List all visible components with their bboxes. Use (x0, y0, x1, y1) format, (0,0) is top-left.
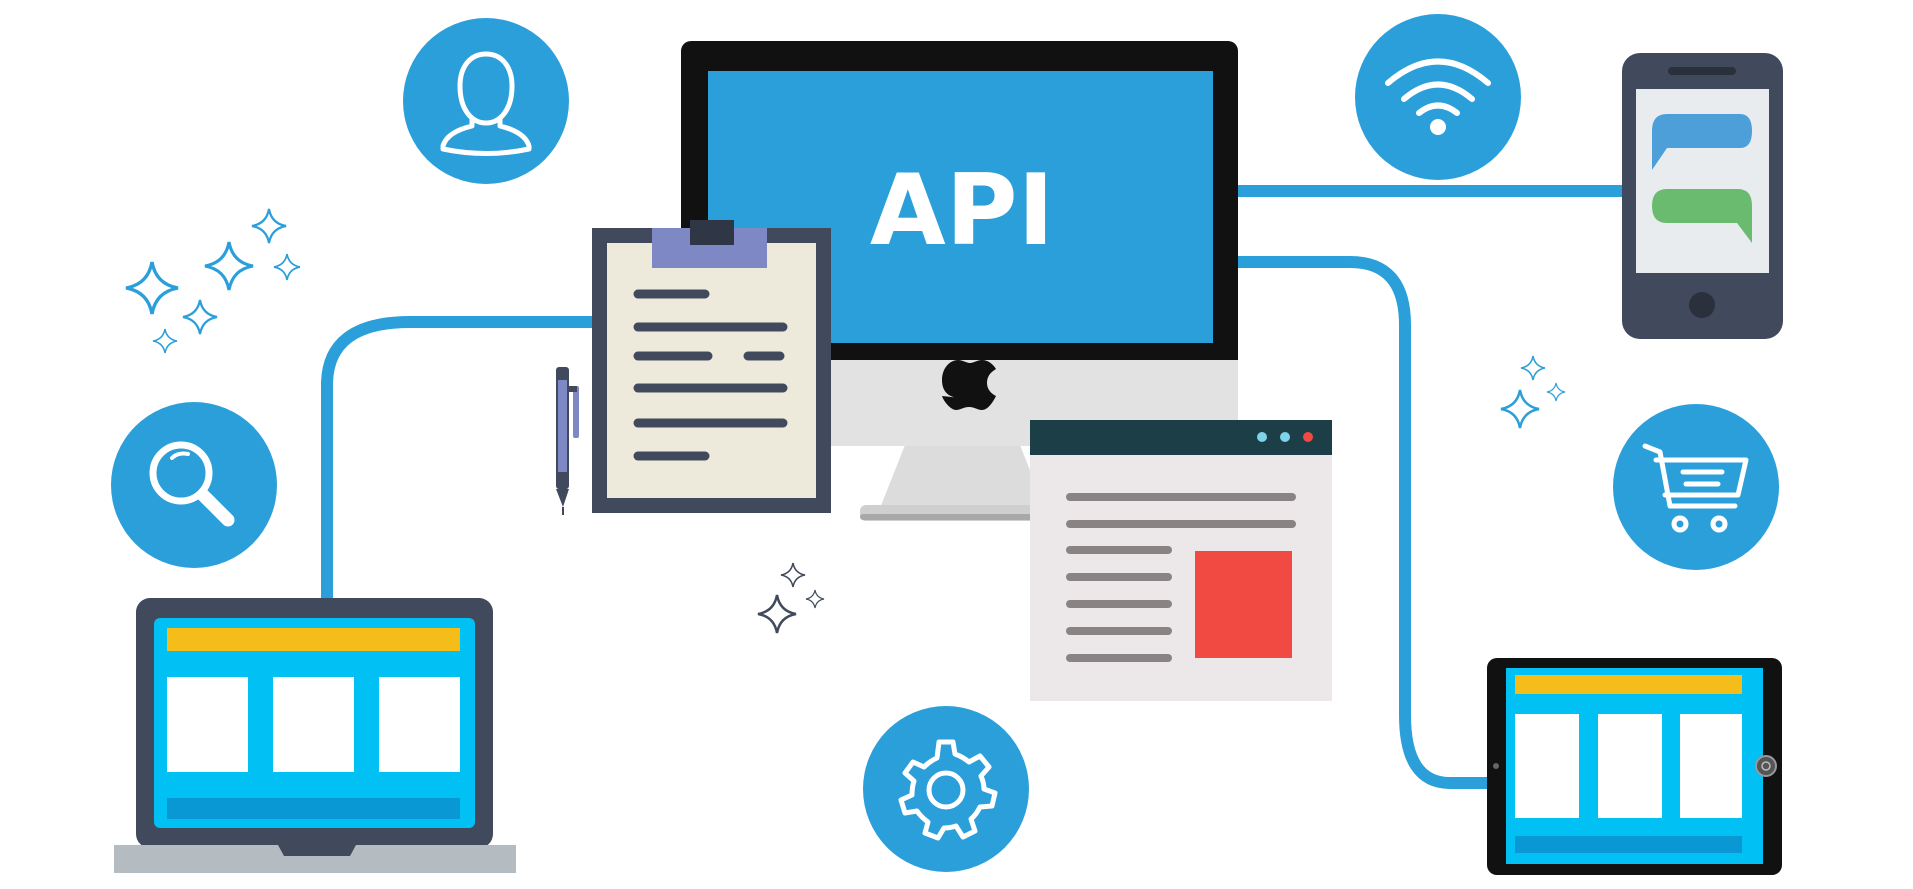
tablet-card-3 (1680, 714, 1742, 818)
sparkle-icon (1499, 355, 1566, 430)
connector-lines (321, 185, 1628, 789)
gear-icon (863, 706, 1029, 872)
sparkle-icon (756, 562, 825, 635)
phone-home-button (1689, 292, 1715, 318)
tablet-card-2 (1598, 714, 1662, 818)
chat-bubble-icon (1652, 114, 1752, 243)
browser-dot-blue (1280, 432, 1290, 442)
clipboard (592, 220, 831, 513)
clipboard-lines (633, 289, 788, 461)
laptop-card-2 (273, 677, 354, 772)
browser-text-lines (1066, 493, 1296, 662)
laptop-card-3 (379, 677, 460, 772)
laptop-footer-bar (167, 798, 460, 819)
laptop-header-bar (167, 628, 460, 651)
browser-dot-red (1303, 432, 1313, 442)
search-icon (111, 402, 277, 568)
user-icon (403, 18, 569, 184)
tablet (1487, 658, 1782, 875)
tablet-footer-bar (1515, 836, 1742, 853)
tablet-card-1 (1515, 714, 1579, 818)
laptop (114, 598, 516, 873)
api-screen-text: API (870, 154, 1054, 268)
shopping-cart-icon (1613, 404, 1779, 570)
smartphone (1622, 53, 1783, 339)
tablet-home-button (1755, 755, 1777, 777)
sparkle-icon (124, 207, 301, 354)
pen-icon (556, 367, 579, 515)
browser-image-block (1195, 551, 1292, 658)
wifi-icon (1355, 14, 1521, 180)
connector-monitor-to-tablet (1231, 256, 1496, 789)
connector-laptop-to-clipboard (321, 316, 601, 606)
apple-logo-icon (942, 344, 996, 410)
browser-window (1030, 420, 1332, 701)
laptop-card-1 (167, 677, 248, 772)
monitor-stand (880, 445, 1045, 508)
tablet-header-bar (1515, 675, 1742, 694)
browser-dot-cyan (1257, 432, 1267, 442)
